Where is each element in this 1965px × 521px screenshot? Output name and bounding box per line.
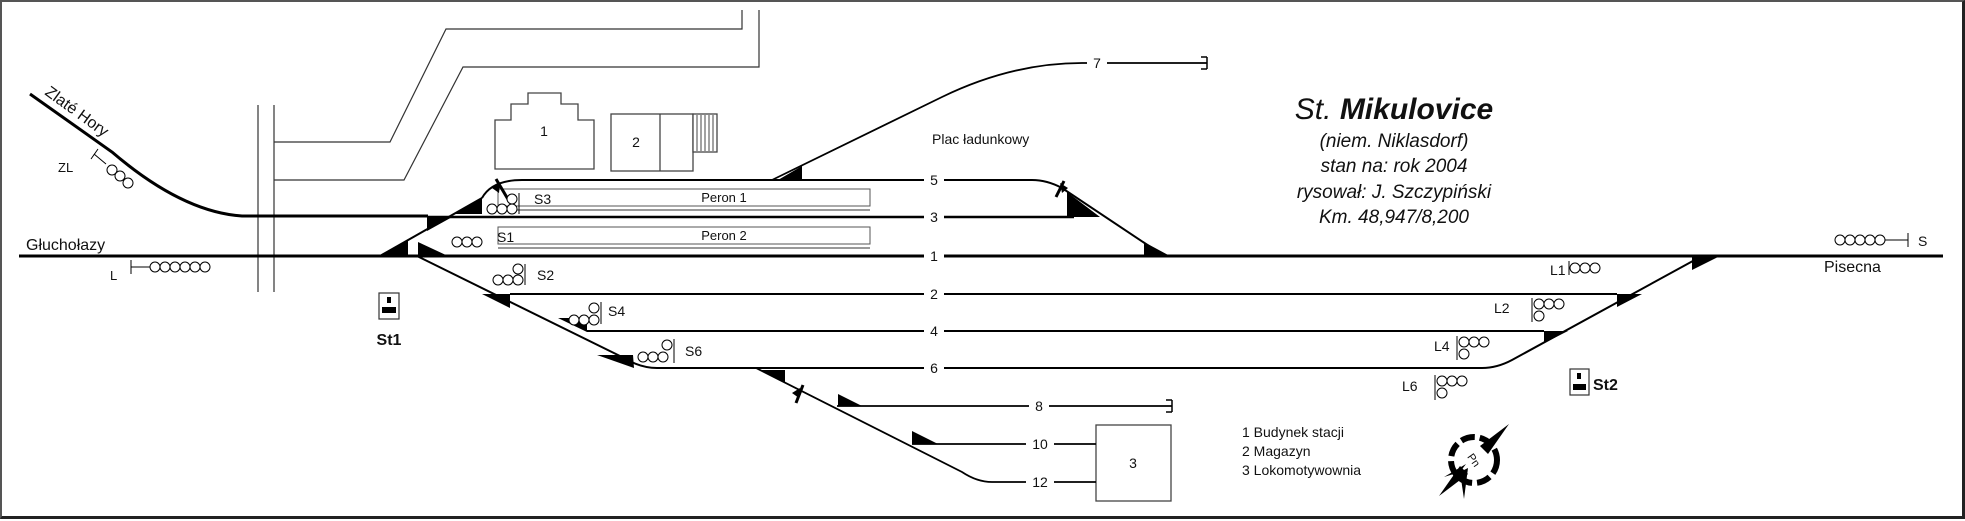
track-number-labels: 1 2 3 4 5 6 7 8 10 12 <box>924 55 1107 490</box>
legend-item: 1 Budynek stacji <box>1242 424 1344 440</box>
building-1-label: 1 <box>540 123 548 139</box>
signal-box-icon <box>378 292 400 320</box>
signal-s-label: S <box>1918 233 1927 249</box>
track-branch-zlate-hory <box>29 92 428 218</box>
signal-l1-label: L1 <box>1550 262 1566 278</box>
signal-s6-icon <box>637 339 675 363</box>
signal-s2-icon <box>492 263 526 286</box>
platform-2-label: Peron 2 <box>701 228 747 243</box>
switch-markers <box>378 166 1720 444</box>
signal-s3-icon <box>486 193 520 215</box>
signals: L ZL S S3 S1 <box>58 148 1927 400</box>
track-6 <box>621 255 1703 369</box>
legend-item: 3 Lokomotywownia <box>1242 462 1361 478</box>
signal-s2-label: S2 <box>537 267 554 283</box>
ramp-hatching <box>696 115 714 151</box>
signal-l6-label: L6 <box>1402 378 1418 394</box>
signal-l2-label: L2 <box>1494 300 1510 316</box>
direction-pisecna: Pisecna <box>1824 259 1881 276</box>
track-5-label: 5 <box>930 172 938 188</box>
signal-s3-label: S3 <box>534 191 551 207</box>
signal-l-icon <box>130 260 211 274</box>
signal-s6-label: S6 <box>685 343 702 359</box>
signal-box-icon <box>1569 368 1590 396</box>
platform-2 <box>497 226 871 245</box>
platforms: Peron 1 Peron 2 <box>497 188 871 249</box>
track-7-label: 7 <box>1093 55 1101 71</box>
title-km: Km. 48,947/8,200 <box>1319 207 1469 228</box>
legend: 1 Budynek stacji 2 Magazyn 3 Lokomotywow… <box>1242 424 1361 478</box>
platform-1 <box>497 188 871 207</box>
track-2-label: 2 <box>930 286 938 302</box>
track-12 <box>755 367 1096 483</box>
signal-s-icon <box>1834 233 1909 247</box>
buildings: 1 2 3 <box>494 92 1172 502</box>
signal-l4-label: L4 <box>1434 338 1450 354</box>
switch-diagonal <box>416 255 623 358</box>
signal-l4-icon <box>1456 336 1490 360</box>
signal-box-st1-label: St1 <box>377 332 402 349</box>
signal-box-st2: St2 <box>1569 368 1618 396</box>
track-10-label: 10 <box>1032 436 1048 452</box>
signal-zl-label: ZL <box>58 160 73 175</box>
direction-zlate-hory: Zlaté Hory <box>42 83 112 140</box>
track-1-label: 1 <box>930 248 938 264</box>
title-name: Mikulovice <box>1340 93 1493 126</box>
building-2-warehouse <box>610 113 694 172</box>
signal-s4-label: S4 <box>608 303 625 319</box>
title-state: stan na: rok 2004 <box>1321 156 1468 177</box>
signal-s1-label: S1 <box>497 229 514 245</box>
compass-icon: Pn <box>1439 424 1509 499</box>
signal-zl-icon <box>90 148 134 189</box>
signal-l6-icon <box>1434 375 1468 400</box>
direction-gluchołazy: Głuchołazy <box>26 237 105 254</box>
track-12-label: 12 <box>1032 474 1048 490</box>
station-title: St. Mikulovice <box>1295 93 1493 126</box>
track-7 <box>771 62 1207 181</box>
signal-box-st2-label: St2 <box>1593 377 1618 394</box>
road-line <box>274 10 760 181</box>
building-1-station <box>494 92 595 170</box>
roads <box>257 10 760 292</box>
track-6-label: 6 <box>930 360 938 376</box>
building-3-label: 3 <box>1129 455 1137 471</box>
road-line <box>274 10 743 143</box>
track-5 <box>481 179 1165 257</box>
title-german-name: (niem. Niklasdorf) <box>1320 131 1469 152</box>
legend-item: 2 Magazyn <box>1242 443 1310 459</box>
signal-l2-icon <box>1531 298 1565 322</box>
track-8-label: 8 <box>1035 398 1043 414</box>
derailer-icons <box>492 178 1068 404</box>
building-2-label: 2 <box>632 134 640 150</box>
track-3-label: 3 <box>930 209 938 225</box>
signal-l-label: L <box>110 268 117 283</box>
signal-l1-icon <box>1568 261 1601 275</box>
title-block: St. Mikulovice (niem. Niklasdorf) stan n… <box>1295 93 1493 228</box>
tracks <box>19 56 1943 483</box>
area-label-loading-yard: Plac ładunkowy <box>932 131 1029 147</box>
platform-1-label: Peron 1 <box>701 190 747 205</box>
track-4-label: 4 <box>930 323 938 339</box>
signal-box-st1: St1 <box>377 292 402 349</box>
signal-s4-icon <box>568 302 602 326</box>
title-prefix: St. <box>1295 93 1340 126</box>
title-author: rysował: J. Szczypiński <box>1297 182 1492 203</box>
building-3-locoshed <box>1095 424 1172 502</box>
signal-s1-icon <box>451 236 483 248</box>
